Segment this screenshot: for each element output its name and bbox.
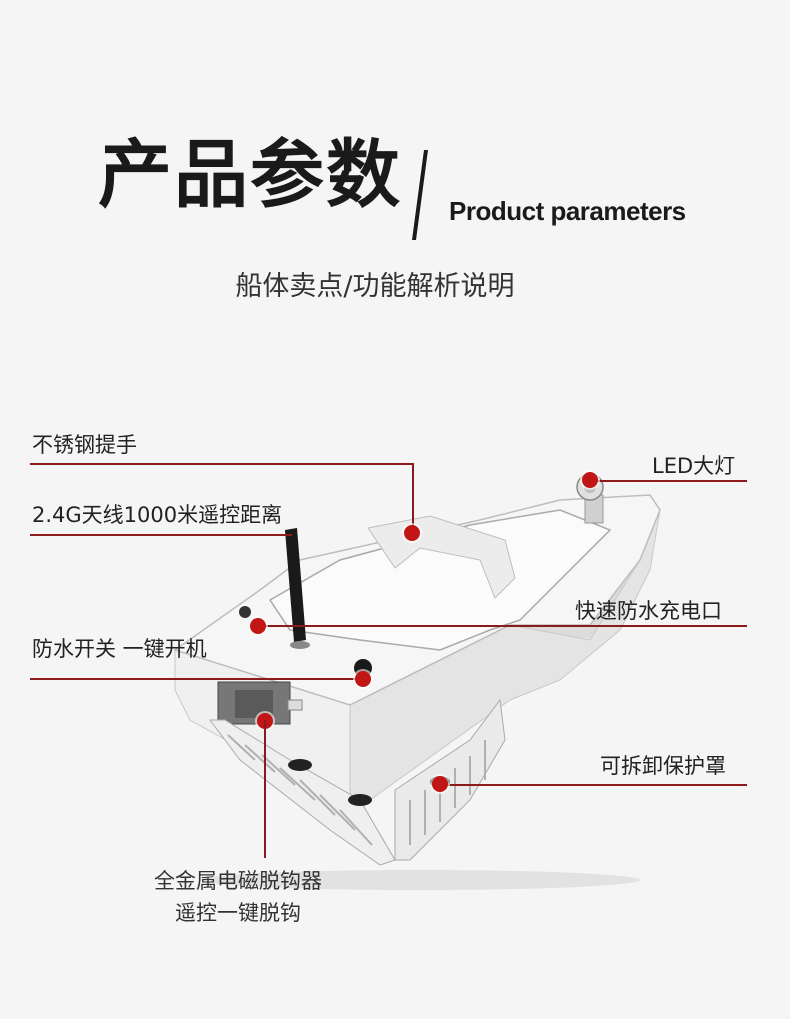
leader-line — [412, 463, 414, 531]
callout-handle-label: 不锈钢提手 — [32, 433, 137, 457]
leader-line — [258, 625, 747, 627]
callout-led-label: LED大灯 — [652, 454, 736, 478]
leader-line — [30, 678, 363, 680]
callout-dot — [355, 671, 371, 687]
page-title-cn: 产品参数 — [98, 132, 402, 218]
leader-line — [440, 784, 747, 786]
callout-hook-line2: 遥控一键脱钩 — [175, 901, 301, 925]
leader-line — [30, 534, 292, 536]
callout-switch-label: 防水开关 一键开机 — [32, 637, 207, 661]
page-title-en: Product parameters — [449, 196, 686, 226]
page-subtitle: 船体卖点/功能解析说明 — [235, 271, 515, 302]
callout-cover-label: 可拆卸保护罩 — [600, 754, 726, 778]
callout-hook-line1: 全金属电磁脱钩器 — [154, 869, 322, 893]
callout-dot — [582, 472, 598, 488]
callout-antenna-label: 2.4G天线1000米遥控距离 — [32, 503, 283, 527]
leader-line — [592, 480, 747, 482]
callout-dot — [404, 525, 420, 541]
callout-dot — [250, 618, 266, 634]
callout-hook-label: 全金属电磁脱钩器 遥控一键脱钩 — [118, 865, 358, 929]
leader-line — [264, 720, 266, 858]
callout-dot — [432, 776, 448, 792]
title-slash — [412, 150, 428, 240]
leader-line — [30, 463, 414, 465]
callout-charge-port-label: 快速防水充电口 — [575, 599, 722, 623]
